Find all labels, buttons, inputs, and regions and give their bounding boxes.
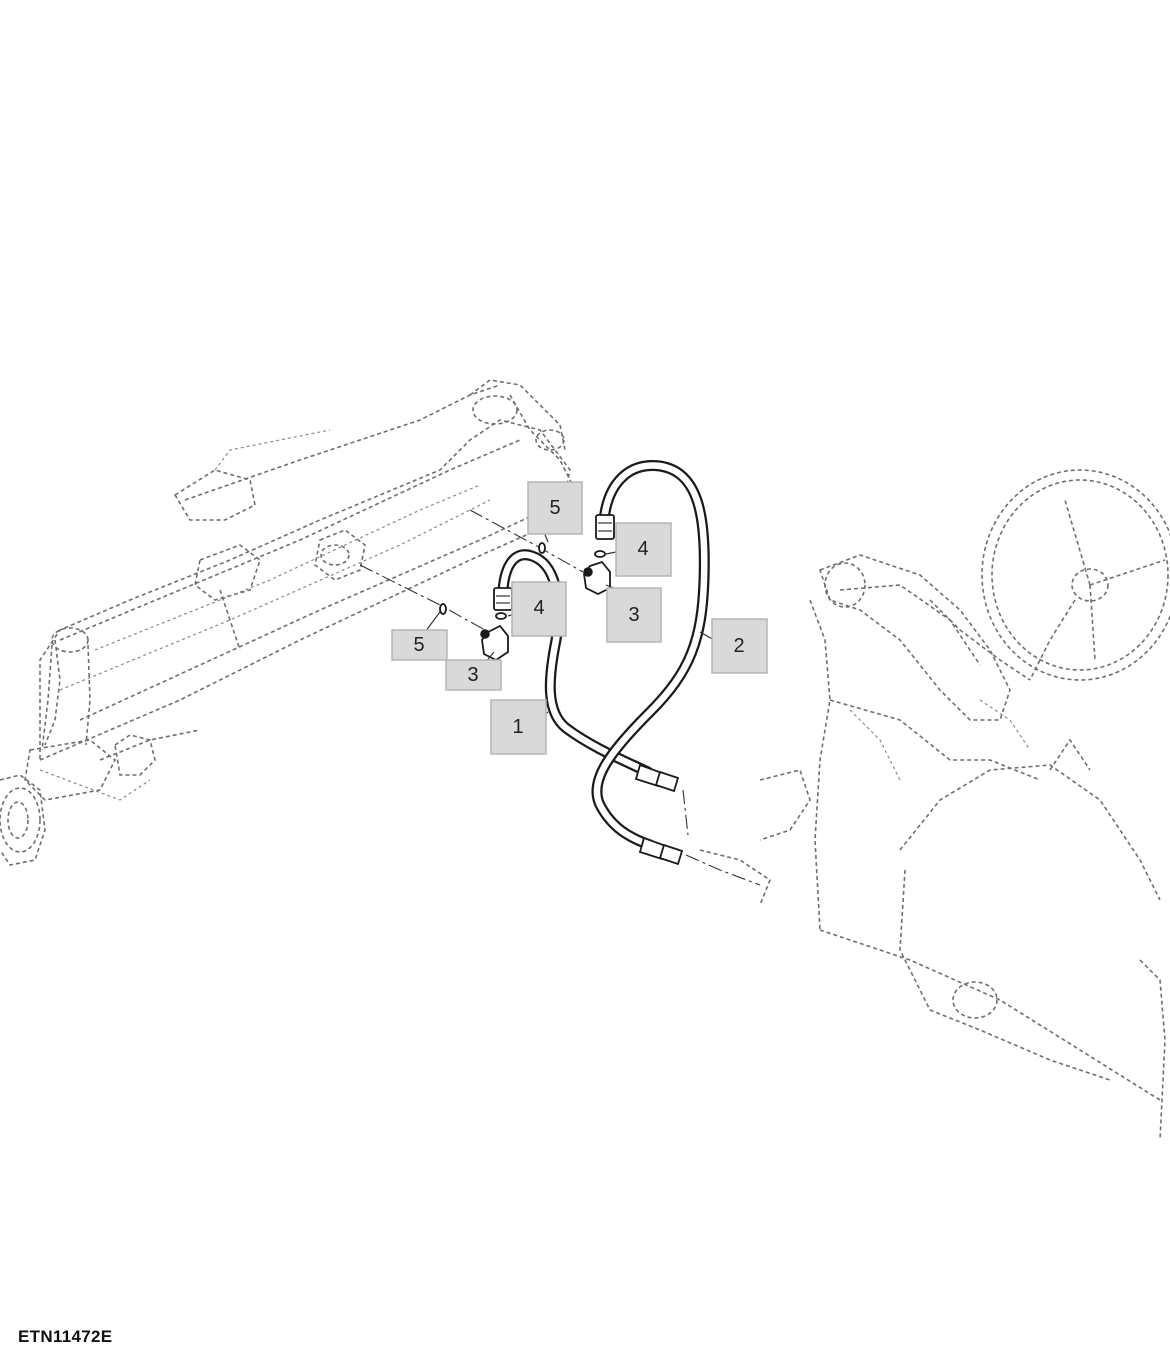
callout-1: 1 [490,699,547,755]
hose-2-top-fitting [595,514,615,540]
callout-label: 3 [467,664,478,686]
callout-label: 5 [413,634,424,656]
assembly-centerlines [359,509,761,886]
elbow-fitting-upper [583,560,611,596]
callout-3-upper: 3 [606,587,662,643]
callout-label: 1 [512,716,523,738]
steering-frame-ghost [699,469,1170,1141]
hose-2-end-nut [658,843,684,866]
callout-label: 4 [637,538,648,560]
callout-label: 3 [628,604,639,626]
elbow-fitting-lower [480,624,509,662]
hose-1 [493,549,680,793]
o-ring-item-4-upper [594,550,606,558]
callout-label: 4 [533,597,544,619]
o-ring-item-4-lower [495,612,507,620]
figure-id: ETN11472E [18,1327,113,1346]
callout-5-upper: 5 [527,481,583,535]
callout-2: 2 [711,618,768,674]
o-ring-item-5-lower [439,603,447,615]
callout-5-lower: 5 [391,629,448,661]
callout-label: 2 [733,635,744,657]
hose-1-end-nut [654,770,680,793]
callout-4-lower: 4 [511,581,567,637]
hose-1-top-fitting [493,587,513,611]
callout-4-upper: 4 [615,522,672,577]
callout-label: 5 [549,497,560,519]
front-axle-ghost [0,379,576,866]
o-rings [439,542,606,620]
callout-3-lower: 3 [445,659,502,691]
o-ring-item-5-upper [538,542,546,554]
hose-2 [591,460,710,866]
